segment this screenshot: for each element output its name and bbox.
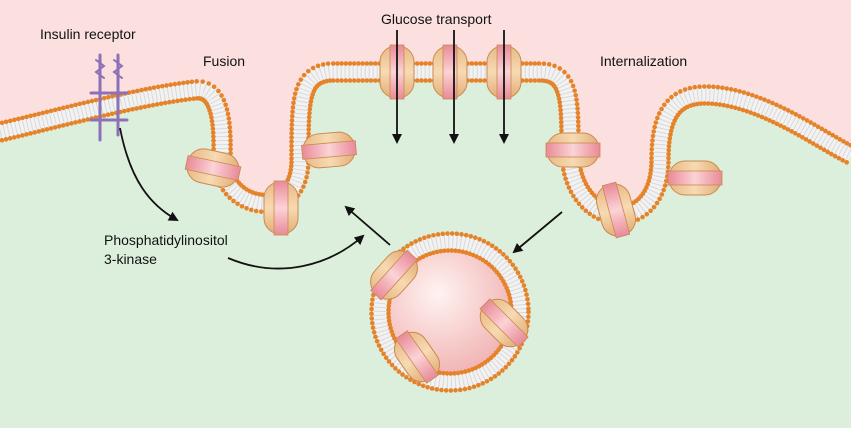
fusion-label: Fusion — [203, 53, 245, 69]
arrow-icon — [512, 211, 563, 254]
glut4-transporter-icon — [432, 44, 468, 100]
arrow-icon — [227, 234, 365, 270]
insulin-receptor-icon — [89, 53, 129, 142]
arrow-icon — [119, 127, 179, 221]
pi3k-label-line1: Phosphatidylinositol — [104, 232, 228, 248]
glut4-transporter-icon — [545, 132, 601, 168]
insulin-receptor-label: Insulin receptor — [40, 26, 136, 42]
arrow-icon — [344, 205, 391, 246]
glucose-transport-label: Glucose transport — [381, 11, 492, 27]
glut4-transporter-icon — [263, 180, 299, 236]
internalization-label: Internalization — [600, 53, 687, 69]
pi3k-label-line2: 3-kinase — [104, 251, 157, 267]
glut4-transporter-icon — [667, 160, 723, 196]
